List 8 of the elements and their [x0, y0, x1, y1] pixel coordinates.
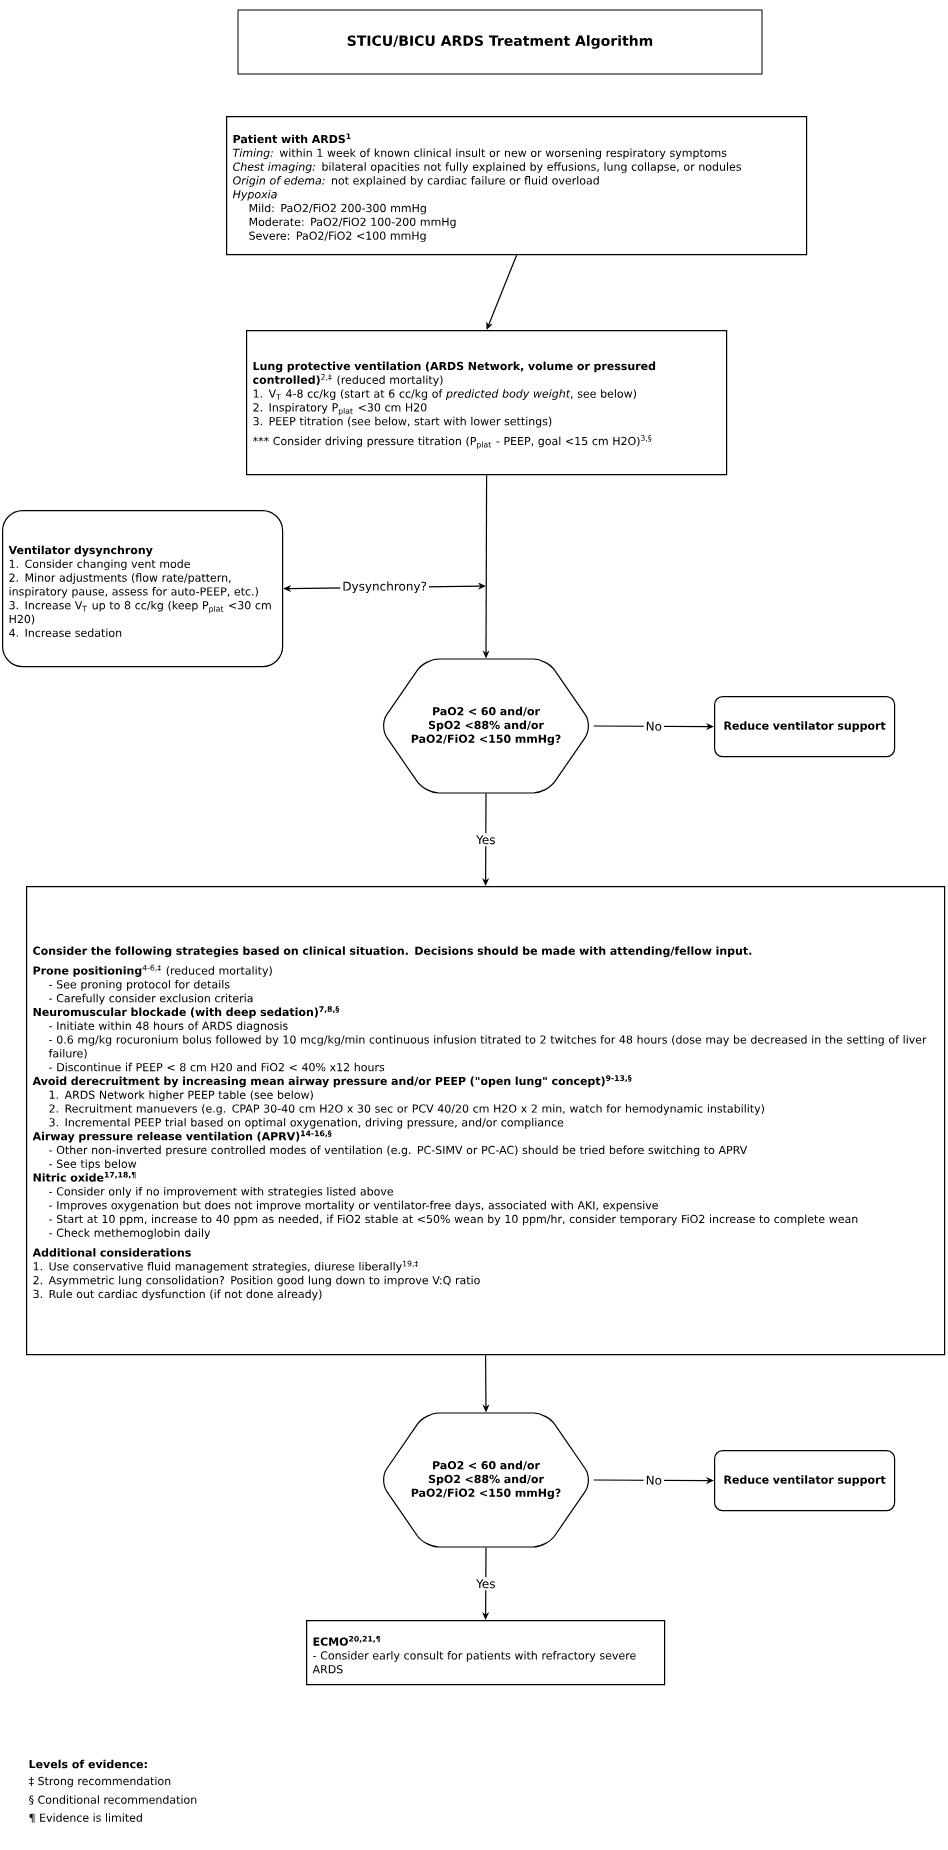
- process-box: [2, 510, 284, 668]
- process-box: [246, 330, 728, 476]
- arrow: [482, 793, 490, 886]
- criteria-box: [226, 116, 808, 256]
- strategy-box: [26, 886, 946, 1356]
- process-box: [306, 1620, 666, 1686]
- arrow: [482, 1547, 490, 1620]
- arrow: [486, 254, 518, 330]
